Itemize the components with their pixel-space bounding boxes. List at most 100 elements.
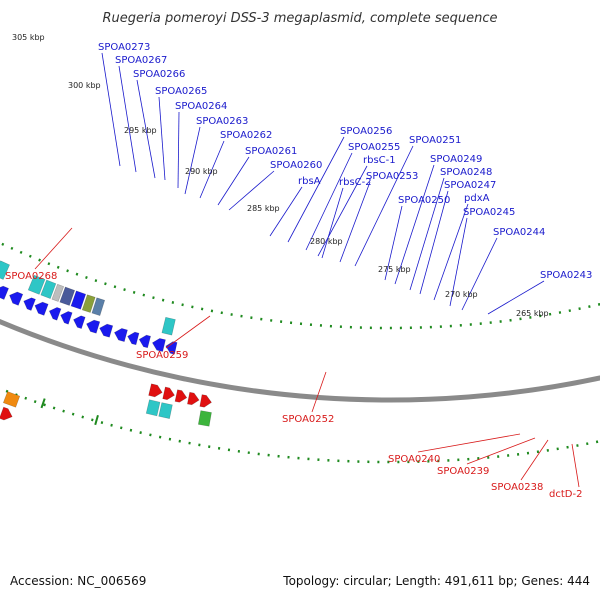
forward-gene-15 bbox=[0, 285, 9, 300]
forward-gene-label[interactable]: SPOA0247 bbox=[444, 180, 496, 191]
forward-gene-label[interactable]: SPOA0265 bbox=[155, 86, 207, 97]
forward-gene-label[interactable]: SPOA0260 bbox=[270, 160, 322, 171]
gene-labels: SPOA0273SPOA0267SPOA0266SPOA0265SPOA0264… bbox=[5, 42, 592, 500]
forward-gene-label[interactable]: SPOA0250 bbox=[398, 195, 450, 206]
tick-label: 265 kbp bbox=[516, 309, 549, 318]
tick-label: 300 kbp bbox=[68, 81, 101, 90]
forward-box-16 bbox=[70, 290, 87, 310]
tick-label: 270 kbp bbox=[445, 290, 478, 299]
forward-gene-18 bbox=[34, 301, 49, 316]
reverse-box-4 bbox=[145, 399, 161, 417]
leader-line bbox=[339, 181, 371, 263]
tick-label: 280 kbp bbox=[310, 237, 343, 246]
leader-line bbox=[158, 96, 166, 181]
forward-box-17 bbox=[81, 294, 96, 313]
label-leader-lines bbox=[34, 52, 580, 488]
leader-line bbox=[417, 433, 521, 453]
tick-label: 275 kbp bbox=[378, 265, 411, 274]
forward-gene-label[interactable]: SPOA0273 bbox=[98, 42, 150, 53]
forward-gene-label[interactable]: SPOA0266 bbox=[133, 69, 185, 80]
reverse-gene-10 bbox=[187, 391, 200, 406]
forward-gene-label[interactable]: SPOA0255 bbox=[348, 142, 400, 153]
tick-label: 290 kbp bbox=[185, 167, 218, 176]
forward-gene-label[interactable]: SPOA0248 bbox=[440, 167, 492, 178]
forward-gene-label[interactable]: rbsC-2 bbox=[339, 177, 372, 188]
forward-gene-label[interactable]: SPOA0263 bbox=[196, 116, 248, 127]
leader-line bbox=[228, 170, 275, 211]
forward-box-14 bbox=[51, 283, 65, 302]
forward-gene-19 bbox=[48, 307, 62, 321]
leader-line bbox=[449, 217, 468, 307]
reverse-box-6 bbox=[197, 410, 212, 427]
leader-line bbox=[520, 439, 549, 481]
reverse-gene-label[interactable]: SPOA0240 bbox=[388, 454, 440, 465]
forward-box-19 bbox=[161, 316, 176, 336]
forward-gene-28 bbox=[165, 341, 178, 355]
reverse-box-spoa0252 bbox=[2, 391, 21, 408]
gene-features bbox=[0, 260, 212, 427]
forward-gene-label[interactable]: SPOA0267 bbox=[115, 55, 167, 66]
tick-label: 305 kbp bbox=[12, 33, 45, 42]
reverse-box-5 bbox=[158, 402, 173, 419]
leader-line bbox=[101, 52, 121, 167]
forward-gene-label[interactable]: rbsA bbox=[298, 176, 321, 187]
forward-gene-label[interactable]: rbsC-1 bbox=[363, 155, 396, 166]
tick-mark bbox=[40, 398, 46, 409]
leader-line bbox=[354, 145, 414, 267]
forward-gene-label[interactable]: SPOA0243 bbox=[540, 270, 592, 281]
leader-line bbox=[311, 371, 327, 413]
reverse-gene-9 bbox=[174, 389, 188, 403]
leader-line bbox=[34, 227, 73, 270]
reverse-gene-label[interactable]: SPOA0239 bbox=[437, 466, 489, 477]
leader-line bbox=[184, 126, 201, 195]
accession-text: Accession: NC_006569 bbox=[10, 574, 147, 588]
forward-gene-16 bbox=[9, 291, 24, 306]
leader-line bbox=[305, 152, 353, 251]
reverse-gene-label[interactable]: SPOA0238 bbox=[491, 482, 543, 493]
forward-gene-label[interactable]: SPOA0253 bbox=[366, 171, 418, 182]
reverse-gene-8 bbox=[162, 386, 175, 401]
forward-gene-label[interactable]: SPOA0262 bbox=[220, 130, 272, 141]
leader-line bbox=[321, 187, 344, 259]
leader-line bbox=[317, 165, 368, 257]
leader-line bbox=[136, 79, 156, 179]
forward-gene-label[interactable]: SPOA0256 bbox=[340, 126, 392, 137]
tick-mark bbox=[94, 414, 99, 426]
leader-line bbox=[165, 315, 211, 349]
forward-gene-20 bbox=[60, 311, 73, 325]
forward-gene-23 bbox=[99, 323, 114, 338]
leader-line bbox=[199, 140, 225, 199]
forward-gene-label[interactable]: SPOA0261 bbox=[245, 146, 297, 157]
forward-gene-label[interactable]: SPOA0249 bbox=[430, 154, 482, 165]
forward-box-15 bbox=[59, 286, 76, 306]
reverse-gene-spoa0252 bbox=[0, 406, 13, 421]
forward-gene-label[interactable]: SPOA0264 bbox=[175, 101, 227, 112]
leader-line bbox=[269, 186, 303, 237]
forward-gene-label[interactable]: pdxA bbox=[464, 193, 490, 204]
reverse-gene-label[interactable]: SPOA0252 bbox=[282, 414, 334, 425]
leader-line bbox=[419, 190, 449, 295]
leader-line bbox=[571, 443, 580, 488]
forward-gene-label[interactable]: SPOA0251 bbox=[409, 135, 461, 146]
forward-gene-21 bbox=[73, 315, 86, 329]
leader-line bbox=[384, 205, 403, 281]
leader-line bbox=[118, 65, 137, 173]
leader-line bbox=[409, 177, 445, 291]
track-lines bbox=[0, 241, 600, 464]
inner-tick-ring bbox=[0, 241, 600, 330]
forward-box-18 bbox=[91, 297, 106, 316]
reverse-gene-label[interactable]: SPOA0259 bbox=[136, 350, 188, 361]
forward-box-11 bbox=[0, 260, 10, 280]
forward-gene-24 bbox=[113, 328, 128, 342]
reverse-gene-label[interactable]: SPOA0268 bbox=[5, 271, 57, 282]
forward-gene-27 bbox=[151, 338, 166, 352]
forward-gene-label[interactable]: SPOA0245 bbox=[463, 207, 515, 218]
map-title: Ruegeria pomeroyi DSS-3 megaplasmid, com… bbox=[102, 11, 497, 26]
topology-text: Topology: circular; Length: 491,611 bp; … bbox=[283, 574, 590, 588]
tick-label: 295 kbp bbox=[124, 126, 157, 135]
reverse-gene-label[interactable]: dctD-2 bbox=[549, 489, 582, 500]
reverse-gene-7 bbox=[148, 383, 163, 398]
forward-gene-label[interactable]: SPOA0244 bbox=[493, 227, 545, 238]
